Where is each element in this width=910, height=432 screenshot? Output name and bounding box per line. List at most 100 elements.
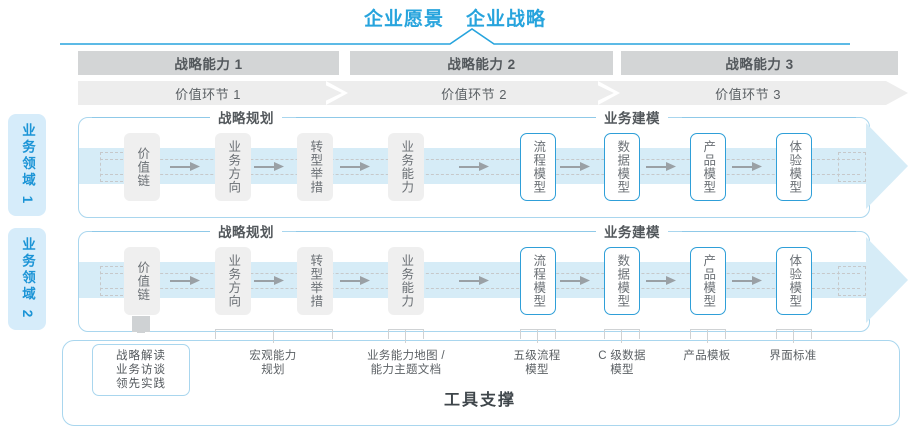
tool-bracket-2 xyxy=(215,329,333,339)
connector-arrow-2-1 xyxy=(170,276,200,285)
node-label-1-7: 产品模型 xyxy=(701,140,716,194)
section-header-2-planning: 战略规划 xyxy=(210,223,282,240)
tool-bracket-stem-2 xyxy=(273,329,274,343)
node-2-3[interactable]: 转型举措 xyxy=(297,247,333,315)
capability-bar-1: 战略能力 1 xyxy=(78,51,339,75)
value-link-bar-3: 价值环节 3 xyxy=(610,81,886,105)
capability-label-3: 战略能力 3 xyxy=(725,57,794,72)
section-line-1-left xyxy=(92,117,210,118)
node-label-2-8: 体验模型 xyxy=(787,254,802,308)
dashed-guide-2a xyxy=(100,273,860,274)
connector-arrow-2-7 xyxy=(732,276,762,285)
node-label-1-6: 数据模型 xyxy=(615,140,630,194)
connector-arrow-1-5 xyxy=(560,162,590,171)
tool-bracket-6 xyxy=(690,329,726,339)
node-label-1-4: 业务能力 xyxy=(399,140,414,194)
diagram-title: 企业愿景 企业战略 xyxy=(0,4,910,31)
node-2-1[interactable]: 价值链 xyxy=(124,247,160,315)
tool-support-title: 工具支撑 xyxy=(443,392,516,409)
tool-note-1: 战略解读业务访谈领先实践 xyxy=(92,344,190,396)
section-label-2-modeling: 业务建模 xyxy=(604,225,660,240)
tool-note-5: C 级数据模型 xyxy=(598,350,646,376)
section-label-1-modeling: 业务建模 xyxy=(604,111,660,126)
connector-arrow-2-5 xyxy=(560,276,590,285)
node-1-8[interactable]: 体验模型 xyxy=(776,133,812,201)
node-label-2-3: 转型举措 xyxy=(308,254,323,308)
node-1-5[interactable]: 流程模型 xyxy=(520,133,556,201)
tool-note-7: 界面标准 xyxy=(769,350,817,362)
connector-arrow-2-4 xyxy=(459,276,489,285)
tool-bracket-4 xyxy=(520,329,556,339)
dashed-guide-2b xyxy=(100,288,860,289)
tool-note-3: 业务能力地图 /能力主题文档 xyxy=(367,350,445,376)
connector-arrow-1-6 xyxy=(646,162,676,171)
sidebar-item-domain-1[interactable]: 业务领域 1 xyxy=(8,114,46,216)
node-1-2[interactable]: 业务方向 xyxy=(215,133,251,201)
tool-bracket-7 xyxy=(776,329,812,339)
title-strategy: 企业战略 xyxy=(466,9,547,30)
node-1-7[interactable]: 产品模型 xyxy=(690,133,726,201)
node-label-1-2: 业务方向 xyxy=(226,140,241,194)
node-1-6[interactable]: 数据模型 xyxy=(604,133,640,201)
capability-bar-3: 战略能力 3 xyxy=(621,51,898,75)
dashed-guide-1b xyxy=(100,174,860,175)
node-2-4[interactable]: 业务能力 xyxy=(388,247,424,315)
capability-bar-2: 战略能力 2 xyxy=(350,51,613,75)
node-2-6[interactable]: 数据模型 xyxy=(604,247,640,315)
value-link-bar-1: 价值环节 1 xyxy=(78,81,338,105)
tool-bracket-stem-7 xyxy=(793,329,794,343)
section-label-2-planning: 战略规划 xyxy=(218,225,274,240)
node-label-2-4: 业务能力 xyxy=(399,254,414,308)
tool-bracket-stem-5 xyxy=(621,329,622,343)
value-link-chevron-tail xyxy=(886,81,908,105)
sidebar-item-label-2: 业务领域 2 xyxy=(20,237,35,321)
sidebar-item-domain-2[interactable]: 业务领域 2 xyxy=(8,228,46,330)
tool-support-container xyxy=(62,340,900,426)
connector-arrow-1-1 xyxy=(170,162,200,171)
flow-arrow-head-1 xyxy=(866,123,908,209)
connector-arrow-1-7 xyxy=(732,162,762,171)
node-1-1[interactable]: 价值链 xyxy=(124,133,160,201)
node-label-1-5: 流程模型 xyxy=(531,140,546,194)
section-line-1-mid xyxy=(296,117,596,118)
connector-arrow-2-2 xyxy=(254,276,284,285)
connector-arrow-1-2 xyxy=(254,162,284,171)
connector-arrow-2-6 xyxy=(646,276,676,285)
section-header-2-modeling: 业务建模 xyxy=(596,223,668,240)
node-label-1-1: 价值链 xyxy=(135,146,150,188)
node-2-2[interactable]: 业务方向 xyxy=(215,247,251,315)
tool-note-6: 产品模板 xyxy=(683,350,731,362)
node-label-1-3: 转型举措 xyxy=(308,140,323,194)
tool-up-arrow xyxy=(132,316,150,333)
node-label-2-6: 数据模型 xyxy=(615,254,630,308)
tool-note-2: 宏观能力规划 xyxy=(249,350,297,376)
flow-arrow-head-2 xyxy=(866,237,908,323)
node-2-8[interactable]: 体验模型 xyxy=(776,247,812,315)
node-2-7[interactable]: 产品模型 xyxy=(690,247,726,315)
tool-bracket-3 xyxy=(388,329,424,339)
connector-arrow-1-4 xyxy=(459,162,489,171)
capability-label-2: 战略能力 2 xyxy=(447,57,516,72)
section-line-1-right xyxy=(682,117,856,118)
capability-label-1: 战略能力 1 xyxy=(174,57,243,72)
node-label-2-7: 产品模型 xyxy=(701,254,716,308)
node-2-5[interactable]: 流程模型 xyxy=(520,247,556,315)
title-pointer-line xyxy=(60,28,850,45)
tool-bracket-stem-6 xyxy=(707,329,708,343)
value-link-label-1: 价值环节 1 xyxy=(175,86,241,102)
value-link-label-3: 价值环节 3 xyxy=(715,86,781,102)
tool-bracket-stem-3 xyxy=(405,329,406,343)
node-1-4[interactable]: 业务能力 xyxy=(388,133,424,201)
value-link-bar-2: 价值环节 2 xyxy=(338,81,610,105)
section-label-1-planning: 战略规划 xyxy=(218,111,274,126)
value-link-label-2: 价值环节 2 xyxy=(441,86,507,102)
section-line-2-left xyxy=(92,231,210,232)
section-line-2-mid xyxy=(296,231,596,232)
node-label-2-5: 流程模型 xyxy=(531,254,546,308)
section-header-1-modeling: 业务建模 xyxy=(596,109,668,126)
title-vision: 企业愿景 xyxy=(363,9,444,30)
node-1-3[interactable]: 转型举措 xyxy=(297,133,333,201)
tool-note-4: 五级流程模型 xyxy=(513,350,561,376)
dashed-cell-end-2 xyxy=(838,266,866,296)
